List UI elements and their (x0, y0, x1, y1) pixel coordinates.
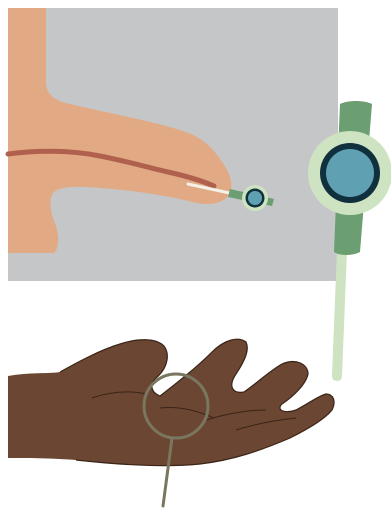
open-hand-illustration (8, 338, 335, 467)
swab-device-enlarged-icon (308, 101, 391, 381)
magnifier-callout-icon (142, 372, 210, 508)
penis-illustration (5, 8, 232, 253)
swab-device-icon (186, 182, 274, 211)
